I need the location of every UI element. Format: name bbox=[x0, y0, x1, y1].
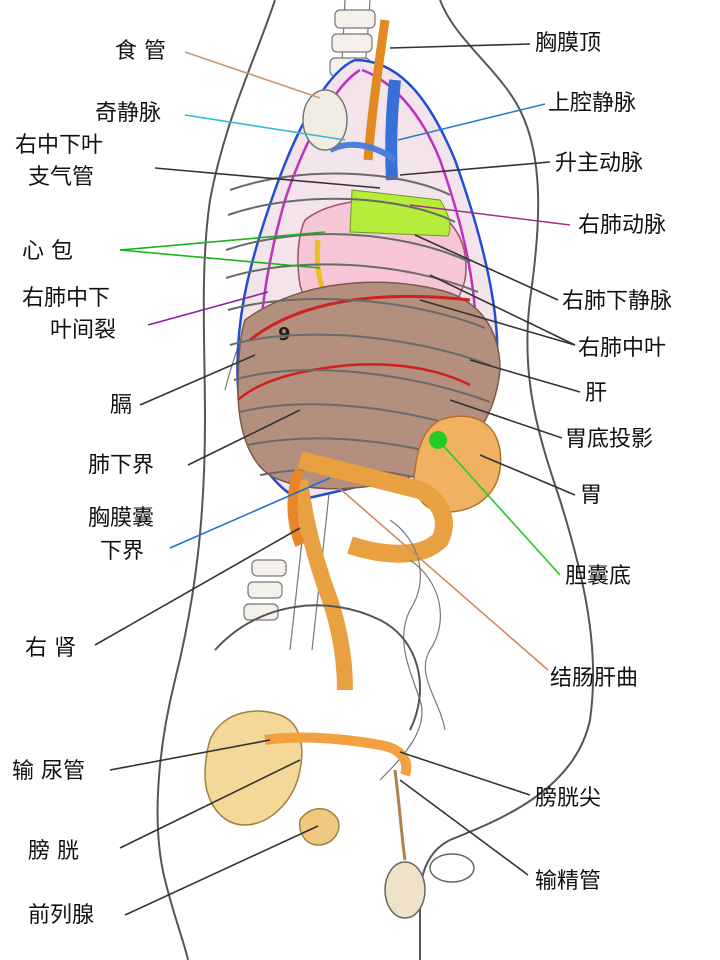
label-pleura-line1: 胸膜囊 bbox=[88, 506, 154, 531]
label-lung-lower-border: 肺下界 bbox=[88, 453, 154, 478]
label-hepatic-flexure: 结肠肝曲 bbox=[550, 666, 638, 691]
label-ascending-aorta: 升主动脉 bbox=[555, 151, 643, 176]
label-vas-deferens: 输精管 bbox=[535, 869, 601, 894]
label-pleura-line2: 下界 bbox=[100, 539, 144, 564]
label-fissure-line1: 右肺中下 bbox=[22, 286, 110, 311]
label-right-kidney: 右 肾 bbox=[25, 636, 76, 661]
label-right-pulmonary-artery: 右肺动脉 bbox=[578, 213, 666, 238]
label-pleura-dome: 胸膜顶 bbox=[535, 31, 601, 56]
labels-left: 食 管 奇静脉 右中下叶 支气管 心 包 右肺中下 叶间裂 膈 肺下界 胸膜囊 … bbox=[12, 39, 166, 928]
label-right-middle-lobe: 右肺中叶 bbox=[578, 336, 666, 361]
digestive-organs bbox=[287, 415, 502, 781]
label-bladder-apex: 膀胱尖 bbox=[535, 786, 601, 811]
label-bladder: 膀 胱 bbox=[28, 839, 79, 864]
label-superior-vena-cava: 上腔静脉 bbox=[548, 91, 636, 116]
label-bronchus-line1: 右中下叶 bbox=[15, 133, 103, 158]
rib-number-label: 9 bbox=[278, 324, 291, 345]
label-bronchus-line2: 支气管 bbox=[28, 165, 94, 190]
label-esophagus: 食 管 bbox=[115, 39, 166, 64]
label-stomach: 胃 bbox=[580, 483, 602, 508]
label-right-inferior-pulmonary-vein: 右肺下静脉 bbox=[562, 289, 672, 314]
label-fissure-line2: 叶间裂 bbox=[50, 318, 116, 343]
label-gallbladder-fundus: 胆囊底 bbox=[565, 564, 631, 589]
label-azygos-vein: 奇静脉 bbox=[95, 101, 161, 126]
labels-right: 胸膜顶 上腔静脉 升主动脉 右肺动脉 右肺下静脉 右肺中叶 肝 胃底投影 胃 胆… bbox=[535, 31, 672, 894]
label-prostate: 前列腺 bbox=[28, 903, 94, 928]
leader-lines bbox=[94, 43, 581, 916]
label-pericardium: 心 包 bbox=[22, 239, 73, 264]
label-liver: 肝 bbox=[585, 381, 607, 406]
pelvic-organs bbox=[204, 604, 475, 919]
label-ureter: 输 尿管 bbox=[12, 759, 85, 784]
label-diaphragm: 膈 bbox=[110, 393, 132, 418]
label-gastric-fundus: 胃底投影 bbox=[565, 427, 653, 452]
